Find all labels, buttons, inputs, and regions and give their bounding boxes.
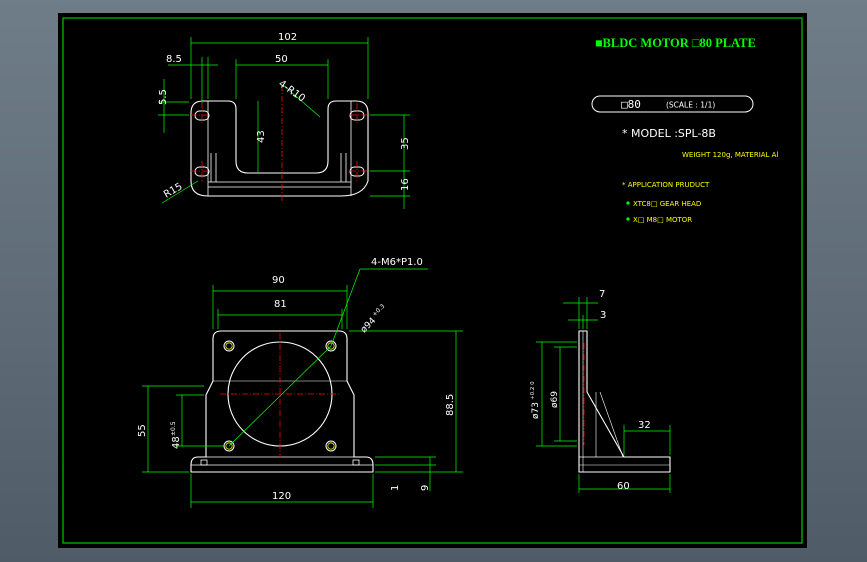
top-view: 102 50 8.5 5.5 4-R10 43 35 16 R15 [158, 32, 411, 209]
mount-hole [325, 340, 337, 352]
dim-16: 16 [400, 178, 411, 191]
scale-label: (SCALE : 1/1) [666, 101, 715, 110]
dim-5-5: 5.5 [158, 89, 169, 105]
dim-r15: R15 [162, 181, 185, 200]
dim-3: 3 [600, 310, 606, 321]
side-view: 7 3 ø73 +0.2 0 ø69 32 60 [530, 289, 671, 493]
dim-43: 43 [256, 130, 267, 143]
drawing-title: ■BLDC MOTOR □80 PLATE [595, 36, 756, 50]
dim-8-5: 8.5 [166, 54, 182, 65]
dim-73-tol: +0.2 0 [530, 381, 536, 400]
application-item-motor: X□ M8□ MOTOR [633, 216, 692, 224]
size-label: □80 [621, 98, 641, 111]
application-heading: * APPLICATION PRUDUCT [622, 181, 710, 189]
bullet-icon [626, 201, 630, 205]
dim-81: 81 [274, 299, 287, 310]
hole-callout: 4-M6*P1.0 [371, 257, 423, 268]
dim-1: 1 [390, 485, 401, 491]
dim-48: 48 [171, 436, 182, 449]
mount-hole [325, 440, 337, 452]
flange-outline [190, 330, 374, 473]
dim-73: ø73 [531, 402, 541, 419]
sheet-border [62, 17, 803, 544]
dim-7: 7 [599, 289, 605, 300]
plate-outline [190, 100, 369, 197]
side-outline [578, 330, 671, 473]
dim-69: ø69 [550, 391, 560, 408]
dim-4-r10: 4-R10 [276, 78, 307, 104]
bullet-icon [626, 217, 630, 221]
title-block: ■BLDC MOTOR □80 PLATE □80 (SCALE : 1/1) … [591, 36, 778, 224]
application-item-gearhead: XTC8□ GEAR HEAD [633, 200, 701, 208]
dim-32: 32 [638, 420, 651, 431]
dim-120: 120 [272, 491, 291, 502]
front-view: 90 81 4-M6*P1.0 ø94 +0.3 88.5 55 48 ±0.5… [137, 257, 463, 508]
weight-label: WEIGHT 120g, MATERIAL Al [682, 151, 778, 159]
mount-hole [223, 340, 235, 352]
dim-88-5: 88.5 [445, 394, 456, 416]
dim-55: 55 [137, 424, 148, 437]
dim-9: 9 [420, 485, 431, 491]
dim-60: 60 [617, 481, 630, 492]
dim-48-tol: ±0.5 [170, 421, 177, 436]
dim-102: 102 [278, 32, 297, 43]
model-label: * MODEL :SPL-8B [622, 127, 716, 140]
drawing-sheet: ■BLDC MOTOR □80 PLATE □80 (SCALE : 1/1) … [58, 13, 807, 548]
dim-50: 50 [275, 54, 288, 65]
dim-35: 35 [400, 137, 411, 150]
dim-bore-tol: +0.3 [371, 303, 386, 318]
cad-drawing: ■BLDC MOTOR □80 PLATE □80 (SCALE : 1/1) … [62, 17, 803, 544]
dim-90: 90 [272, 275, 285, 286]
scale-box [591, 95, 754, 113]
